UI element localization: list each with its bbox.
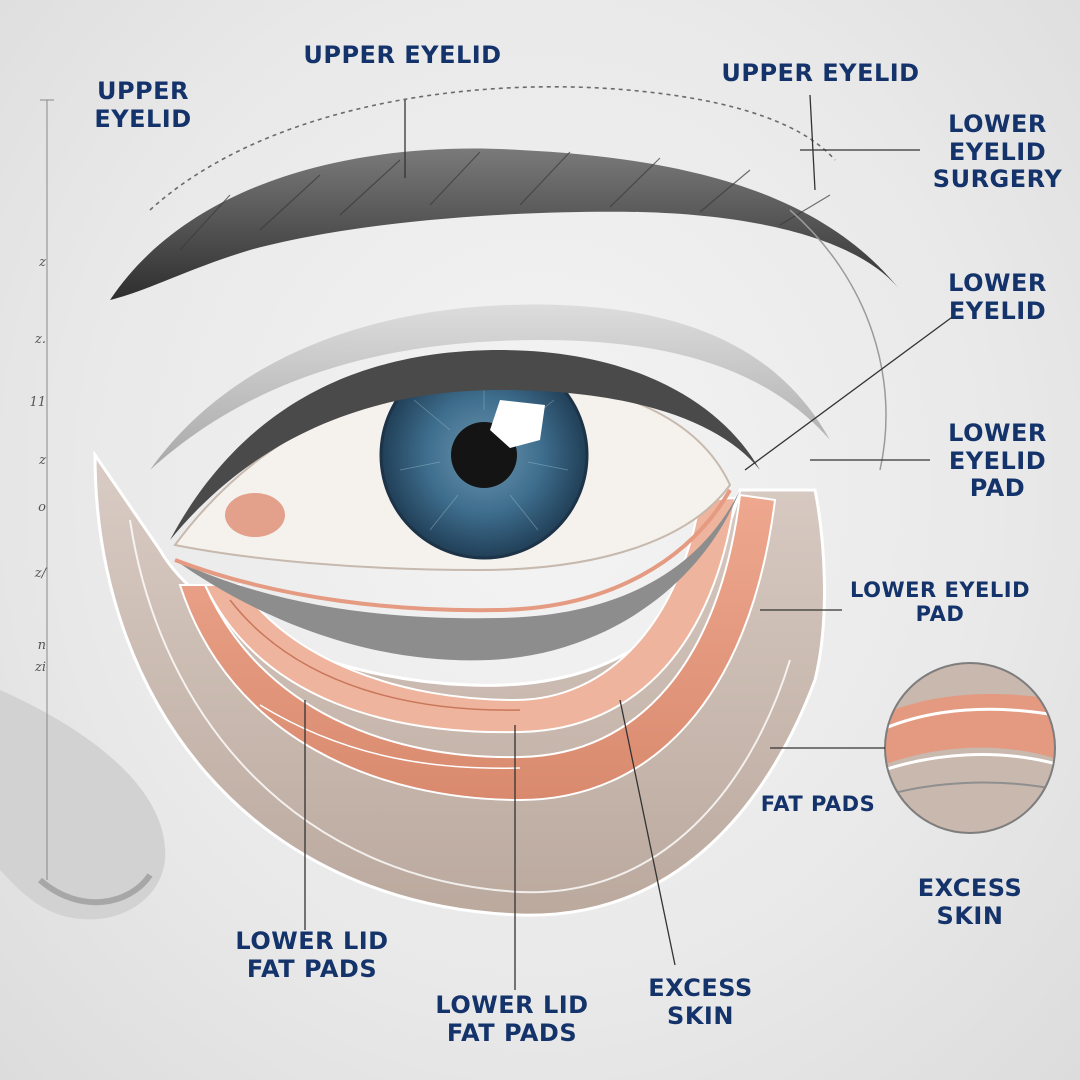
upper-eyelashes [170, 350, 760, 540]
scale-mark: z. [35, 332, 46, 347]
scale-mark: z/ [34, 566, 46, 581]
label-fat-pads: FAT PADS [760, 792, 876, 816]
label-upper-eyelid-center: UPPER EYELID [303, 41, 502, 69]
scale-mark: 11 [29, 395, 46, 410]
label-excess-skin-right: EXCESS SKIN [917, 874, 1023, 930]
label-excess-skin-bottom: EXCESS SKIN [648, 974, 753, 1030]
reflection [490, 400, 545, 448]
upper-eyelid-fold [150, 304, 830, 470]
caruncle [225, 493, 285, 537]
magnified-detail [885, 663, 1055, 833]
label-lower-lid-fat-pads-left: LOWER LID FAT PADS [235, 927, 389, 983]
scale-mark: z [39, 255, 46, 270]
scale-mark: zi [34, 660, 46, 675]
scale-mark: o [38, 500, 46, 515]
lower-eyelid-rim [175, 490, 740, 661]
leader-lines [304, 94, 956, 990]
fat-pad-band-outer [178, 493, 777, 802]
label-lower-eyelid-pad: LOWER EYELID PAD [948, 419, 1047, 503]
label-lower-eyelid-surgery: LOWER EYELID SURGERY [932, 110, 1063, 194]
label-upper-eyelid-right: UPPER EYELID [721, 59, 920, 87]
lower-lid-cross-section [93, 450, 826, 917]
label-upper-eyelid-left: UPPER EYELID [94, 77, 192, 133]
label-lower-lid-fat-pads-center: LOWER LID FAT PADS [435, 991, 589, 1047]
scale-mark: n [37, 638, 46, 653]
fat-pad-band-inner [203, 496, 737, 734]
nose-shape [0, 690, 166, 920]
label-lower-eyelid: LOWER EYELID [948, 269, 1047, 325]
upper-eyelid-outline [149, 85, 836, 211]
scale-mark: z [39, 453, 46, 468]
label-lower-eyelid-pad-small: LOWER EYELID PAD [850, 578, 1030, 627]
